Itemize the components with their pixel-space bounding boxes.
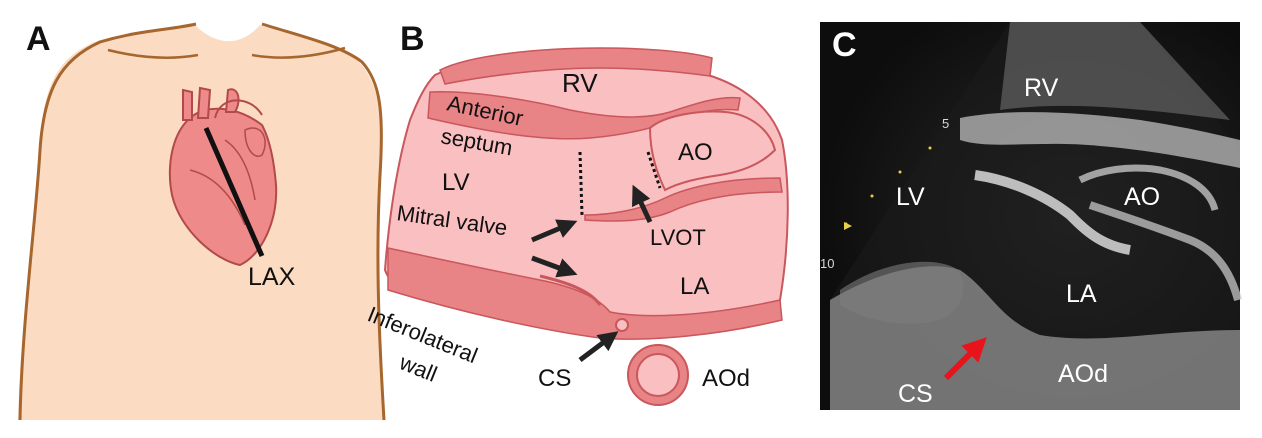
panel-b-letter: B — [400, 20, 425, 58]
rv-free-wall — [439, 47, 713, 85]
heart-groove-1 — [189, 169, 246, 226]
depth-marker-triangle — [844, 222, 852, 230]
echo-aortic-root — [1078, 164, 1219, 212]
clavicle-left — [107, 48, 199, 59]
panel-c: 5 10 C RV LV AO LA CS AOd — [820, 22, 1242, 410]
ao-lumen — [648, 110, 777, 192]
panel-b: B RV Anterior septum AO LV Mitral valve … — [364, 20, 789, 406]
heart-atrium — [244, 127, 266, 157]
lvot-arrow — [632, 184, 653, 224]
echo-septum — [974, 170, 1131, 255]
panel-a: LAX A — [18, 20, 386, 421]
cs-arrow — [578, 331, 619, 362]
clavicle-right — [251, 46, 346, 59]
heart-groove-2 — [224, 139, 256, 201]
b-aod-label: AOd — [702, 365, 750, 392]
c-cs-label: CS — [898, 380, 933, 408]
c-lv-label: LV — [896, 183, 925, 211]
b-lvot-label: LVOT — [650, 225, 706, 250]
b-cs-label: CS — [538, 365, 571, 392]
descending-aorta-inner — [636, 353, 680, 397]
c-la-label: LA — [1066, 280, 1097, 308]
panel-a-letter: A — [26, 20, 51, 58]
inferolateral-wall — [387, 247, 783, 340]
torso-outline-left — [18, 22, 197, 421]
c-aod-label: AOd — [1058, 360, 1108, 388]
posterior-mitral-leaflet — [539, 274, 602, 306]
coronary-sinus — [615, 318, 629, 332]
mitral-arrow-1 — [531, 219, 578, 243]
echo-aortic-root-lower — [1088, 201, 1242, 302]
torso-outline-right — [261, 22, 386, 421]
lvot-dotted-right — [646, 151, 662, 189]
b-lv-label: LV — [442, 169, 470, 196]
depth-label-5: 5 — [942, 116, 949, 131]
lvot-dotted-left — [578, 151, 584, 216]
cs-red-arrow — [943, 337, 987, 381]
lax-line — [203, 126, 265, 258]
lax-label: LAX — [248, 263, 296, 291]
heart-aortic-arch — [214, 99, 263, 119]
heart-vessel-2 — [196, 86, 212, 119]
echo-lv-speckle — [840, 261, 964, 324]
depth-label-10: 10 — [820, 256, 834, 271]
c-rv-label: RV — [1024, 74, 1059, 102]
mitral-arrow-2 — [531, 255, 578, 278]
echo-near-field — [1000, 22, 1230, 120]
b-rv-label: RV — [562, 68, 598, 98]
b-ao-label: AO — [678, 139, 713, 166]
heart-vessel-1 — [182, 88, 193, 121]
c-ao-label: AO — [1124, 183, 1160, 211]
b-wall-label: wall — [395, 349, 440, 387]
b-la-label: LA — [680, 273, 709, 300]
echo-rv-wall — [960, 112, 1240, 168]
anterior-septum — [427, 90, 741, 140]
panel-c-letter: C — [832, 26, 857, 64]
